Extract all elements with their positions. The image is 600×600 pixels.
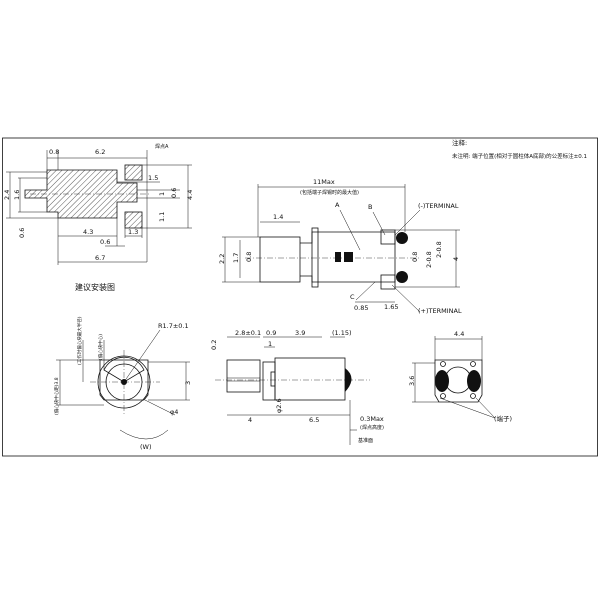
dim-label: 3.9: [295, 329, 305, 337]
label-b: B: [368, 203, 372, 211]
vertical-label: (偏心块中心距)3.8: [53, 377, 60, 415]
dim-label: 1.5: [148, 174, 158, 182]
rear-view: 4.4 3.6 (端子): [408, 330, 512, 423]
dim-label: 1.7: [232, 253, 240, 263]
dim-label: 0.2: [210, 340, 218, 350]
dim-label: 0.6: [170, 188, 178, 198]
overall-note: (包括端子焊锡时的最大值): [300, 189, 359, 196]
dim-label: 1.3: [128, 228, 138, 236]
dim-label: 1: [268, 340, 272, 348]
overall-length: 11Max: [313, 178, 335, 186]
notes: 注释: 未注明: 端子位置(相对于圆柱体A底部)的公差标注±0.1: [452, 138, 587, 160]
top-view: 11Max (包括端子焊锡时的最大值) 1.4 A B C (-)TERMINA…: [218, 178, 462, 315]
solder-point-label: 焊点A: [155, 143, 169, 150]
dim-label: 0.9: [266, 329, 276, 337]
dim-label: 0.8: [245, 252, 253, 262]
mounting-caption: 建议安装图: [75, 282, 115, 292]
dim-label: 6.5: [309, 416, 319, 424]
dim-label: 4: [452, 257, 460, 261]
dim-label: 1.6: [13, 190, 21, 200]
end-view: R1.7±0.1 3 φ4 (W) (工作时偏心块最大半径) (偏心块中心) (…: [53, 316, 192, 451]
notes-line: 未注明: 端子位置(相对于圆柱体A底部)的公差标注±0.1: [452, 152, 587, 160]
dim-label: 2.8±0.1: [235, 329, 261, 337]
dim-label: 0.8: [411, 252, 419, 262]
dim-label: 3.6: [408, 376, 416, 386]
positive-terminal-label: (+)TERMINAL: [418, 307, 462, 315]
dim-label: 0.8: [49, 148, 59, 156]
solder-max-label: 0.3Max: [360, 415, 384, 423]
dim-label: 2-0.8: [435, 241, 443, 258]
dim-label: 1: [158, 192, 166, 196]
negative-terminal-label: (-)TERMINAL: [418, 202, 459, 210]
dim-label: 0.6: [18, 228, 26, 238]
dim-label: 0.6: [100, 238, 110, 246]
datum-label: 基准面: [358, 437, 373, 444]
radius-label: R1.7±0.1: [158, 322, 189, 330]
vertical-label: (工作时偏心块最大半径): [76, 316, 83, 365]
label-a: A: [335, 201, 340, 209]
rotation-label: (W): [140, 443, 152, 451]
mounting-pattern: 0.8 6.2 焊点A 1.5 1 0.6 4.4 1.1 1.3 4.3 0.…: [3, 143, 194, 292]
dim-label: 2.2: [218, 254, 226, 264]
dim-label: 1.65: [384, 303, 398, 311]
dim-label: 0.85: [354, 304, 368, 312]
diameter-label: φ4: [170, 408, 178, 416]
dim-label: 6.2: [95, 148, 105, 156]
dim-label: 6.7: [95, 254, 105, 262]
side-view: 2.8±0.1 0.9 3.9 (1.15) 0.2 1 4 6.5 φ2.6 …: [210, 329, 384, 445]
dim-label: 4.4: [454, 330, 464, 338]
terminal-note: (端子): [494, 414, 512, 423]
notes-title: 注释:: [452, 138, 467, 147]
dim-label: 4.4: [186, 190, 194, 200]
dim-label: 4: [248, 416, 252, 424]
solder-note: (焊点高度): [360, 424, 384, 431]
vertical-label: (偏心块中心): [97, 334, 104, 360]
dim-label: 2-0.8: [425, 251, 433, 268]
dim-label: (1.15): [332, 329, 352, 337]
dim-label: 3: [184, 381, 192, 385]
drawing-frame: [2, 137, 598, 457]
dim-label: 1.4: [273, 213, 283, 221]
label-c: C: [350, 293, 355, 301]
dim-label: 4.3: [83, 228, 93, 236]
dim-label: 1.1: [158, 212, 166, 222]
dim-label: φ2.6: [275, 398, 283, 413]
dim-label: 2.4: [3, 190, 11, 200]
